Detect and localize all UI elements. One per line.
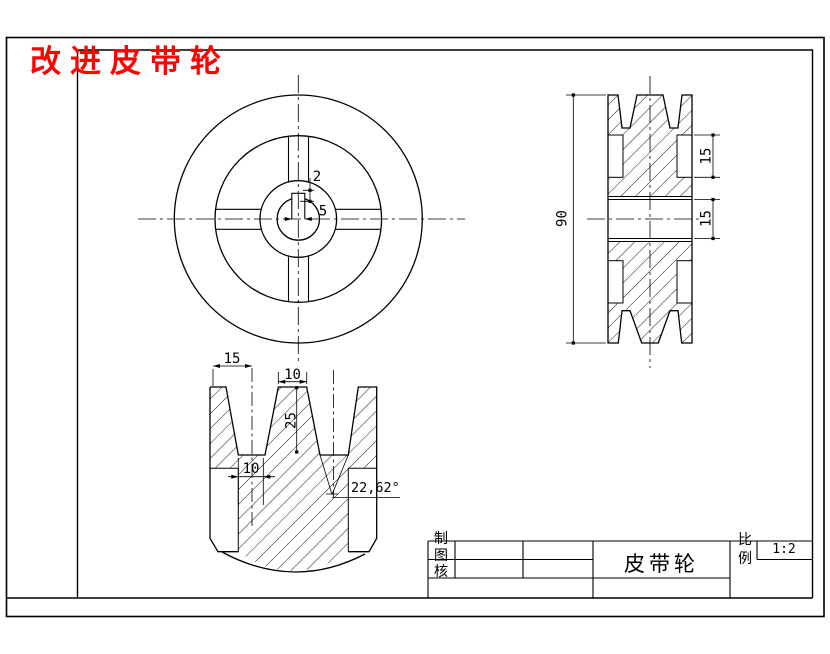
- side-centerlines: [587, 76, 700, 368]
- dim-depth-25: 25: [284, 386, 300, 454]
- label-zhi: 制: [434, 530, 448, 546]
- dim-text-groove-angle: 22,62°: [351, 480, 400, 496]
- title-block-label-column: 制 图 核: [430, 530, 452, 580]
- side-outline: [607, 94, 693, 344]
- spokes: [215, 136, 381, 302]
- spoke-left: [215, 208, 262, 230]
- side-section-view: 90 15 15: [555, 76, 720, 368]
- dim-text-tooth-10: 10: [284, 367, 301, 383]
- outer-border: [5, 36, 825, 618]
- dim-text-notch-15: 15: [699, 148, 715, 165]
- side-notches: [607, 134, 693, 304]
- dim-keyway-height: 2: [300, 169, 321, 203]
- dim-text-floor-10: 10: [243, 461, 260, 477]
- scale-label-char-1: 比: [738, 531, 752, 547]
- label-tu: 图: [434, 546, 448, 563]
- scale-label-char-2: 例: [738, 550, 752, 566]
- notch-lower-right: [676, 260, 693, 304]
- notch-lower-left: [607, 260, 624, 304]
- front-view: 2 5: [138, 75, 465, 363]
- dim-overall-90: 90: [555, 93, 606, 345]
- scale-value: 1:2: [772, 542, 796, 557]
- spoke-right: [335, 208, 381, 230]
- dim-keyway-width: 5: [284, 204, 327, 221]
- notch-upper-right: [676, 134, 693, 178]
- dim-groove-angle: 22,62°: [319, 454, 400, 498]
- dim-text-wall-15: 15: [224, 351, 241, 367]
- spoke-top: [287, 136, 310, 183]
- dim-floor-10: 10: [228, 458, 275, 505]
- dim-rim-notch-15: 15: [694, 133, 720, 179]
- dim-wall-15: 15: [212, 351, 252, 386]
- front-centerlines: [138, 75, 465, 363]
- spoke-bottom: [287, 255, 310, 302]
- title-block: [427, 540, 813, 598]
- groove-centerlines: [251, 368, 334, 530]
- groove-detail-view: 22,62° 15 10 25: [209, 351, 400, 573]
- part-name: 皮带轮: [624, 553, 699, 576]
- inner-border: [6, 49, 814, 599]
- dim-text-keyway-width: 5: [319, 204, 327, 220]
- dim-tooth-10: 10: [277, 367, 308, 384]
- dim-text-depth-25: 25: [284, 412, 300, 429]
- detail-break-arc: [221, 551, 366, 573]
- scale-label: 比 例: [734, 530, 756, 568]
- drawing-title-annotation: 改进皮带轮: [30, 44, 230, 79]
- notch-upper-left: [607, 134, 624, 178]
- label-he: 核: [434, 563, 448, 579]
- dim-text-bore-15: 15: [699, 210, 715, 227]
- dim-bore-15: 15: [694, 197, 720, 241]
- dim-text-90: 90: [555, 210, 571, 227]
- sheet-borders: [5, 36, 825, 618]
- dim-text-keyway-height: 2: [313, 169, 321, 185]
